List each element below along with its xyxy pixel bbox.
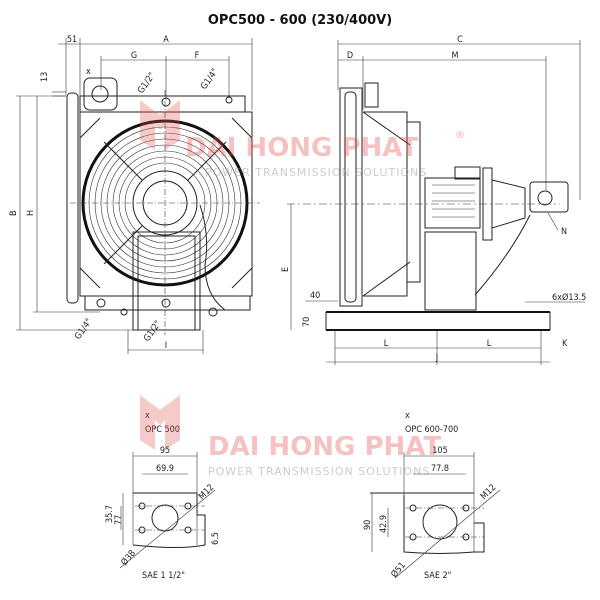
dim-95: 95 (160, 446, 170, 456)
model-opc500: OPC 500 (145, 425, 180, 435)
watermark-brand: DAI HONG PHAT (185, 133, 418, 163)
dim-69-9: 69.9 (156, 464, 174, 474)
side-view: C D M E 40 70 6xØ13.5 N L L K (281, 35, 586, 365)
drawing-title: OPC500 - 600 (230/400V) (208, 13, 392, 28)
bore-51: Ø51 (389, 560, 408, 580)
watermark-logo: DAI HONG PHAT POWER TRANSMISSION SOLUTIO… (140, 100, 465, 478)
bore-38: Ø38 (119, 548, 138, 568)
dim-j: J (435, 353, 438, 363)
dim-g: G (131, 51, 137, 61)
dim-90: 90 (363, 520, 373, 530)
dim-e: E (281, 267, 291, 272)
label-n: N (561, 227, 567, 237)
dim-k: K (562, 339, 568, 349)
watermark-tagline: POWER TRANSMISSION SOLUTIONS (205, 166, 427, 179)
model-opc600: OPC 600-700 (405, 425, 458, 435)
port-bottom-mid: G1/2" (142, 319, 163, 344)
thread-m12-600: M12 (479, 483, 498, 502)
dim-b: B (9, 210, 19, 216)
dim-105: 105 (432, 446, 447, 456)
dim-f: F (195, 51, 200, 61)
dim-l-right: L (487, 339, 492, 349)
dim-c: C (457, 35, 463, 45)
dim-d: D (347, 51, 353, 61)
dim-m: M (452, 51, 459, 61)
dim-77: 77 (114, 515, 124, 525)
standard-sae-2: SAE 2" (424, 571, 451, 581)
port-bottom-left: G1/4" (73, 317, 94, 342)
dim-35-7: 35.7 (105, 505, 115, 523)
watermark-tagline-2: POWER TRANSMISSION SOLUTIONS (208, 465, 430, 478)
dim-h: H (26, 210, 36, 216)
dim-42-9: 42.9 (379, 515, 389, 533)
port-top-left: G1/2" (136, 71, 157, 96)
dim-l-left: L (384, 339, 389, 349)
dim-a: A (163, 35, 169, 45)
x-marker-600: x (405, 411, 410, 421)
dim-6-5: 6.5 (211, 532, 221, 545)
watermark-reg: ® (455, 130, 465, 141)
flange-opc500-detail: x OPC 500 95 69.9 77 35.7 6.5 M12 Ø38 SA… (105, 411, 221, 581)
x-marker: x (86, 67, 91, 77)
fan-grille (70, 90, 260, 335)
port-top-right: G1/4" (199, 67, 220, 92)
dim-13: 13 (40, 72, 50, 82)
dim-70: 70 (302, 317, 312, 327)
dim-holes: 6xØ13.5 (552, 292, 586, 303)
x-marker-500: x (145, 411, 150, 421)
dim-51: 51 (67, 35, 77, 45)
front-view: 51 A G F 13 B H I x (9, 35, 260, 354)
dim-40: 40 (310, 291, 320, 301)
thread-m12-500: M12 (197, 483, 216, 502)
dim-i: I (165, 341, 167, 351)
standard-sae-1-5: SAE 1 1/2" (142, 571, 185, 581)
dim-77-8: 77.8 (431, 464, 449, 474)
watermark-brand-2: DAI HONG PHAT (208, 432, 441, 462)
